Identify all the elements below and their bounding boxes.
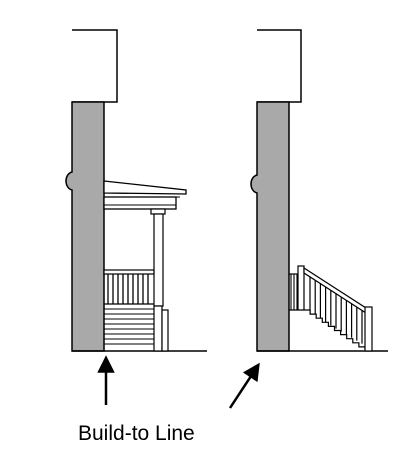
- stoop-steps: [289, 309, 366, 351]
- porch: [103, 180, 187, 352]
- porch-newel-post-back: [161, 309, 169, 352]
- porch-column: [153, 213, 164, 307]
- porch-column-capital: [150, 208, 166, 215]
- porch-rail-top: [103, 269, 155, 275]
- build-to-arrow-diagonal: [228, 362, 260, 409]
- left-building: [65, 29, 207, 352]
- left-wall: [65, 101, 105, 352]
- porch-roof: [103, 180, 187, 195]
- right-upper-box: [257, 29, 302, 103]
- left-upper-box: [72, 29, 118, 103]
- stoop: [289, 265, 373, 352]
- stoop-newel-post: [364, 306, 373, 352]
- right-building: [250, 29, 388, 352]
- caption-build-to-line: Build-to Line: [78, 422, 195, 445]
- right-wall: [250, 101, 290, 352]
- porch-balusters: [107, 274, 149, 304]
- stoop-handrail: [303, 266, 367, 315]
- porch-newel-post-front: [153, 305, 163, 352]
- porch-beam: [103, 196, 177, 210]
- stoop-stair-balusters: [309, 276, 363, 344]
- porch-steps: [104, 308, 154, 345]
- stoop-landing-post: [297, 265, 305, 312]
- stoop-landing-balusters: [290, 274, 298, 310]
